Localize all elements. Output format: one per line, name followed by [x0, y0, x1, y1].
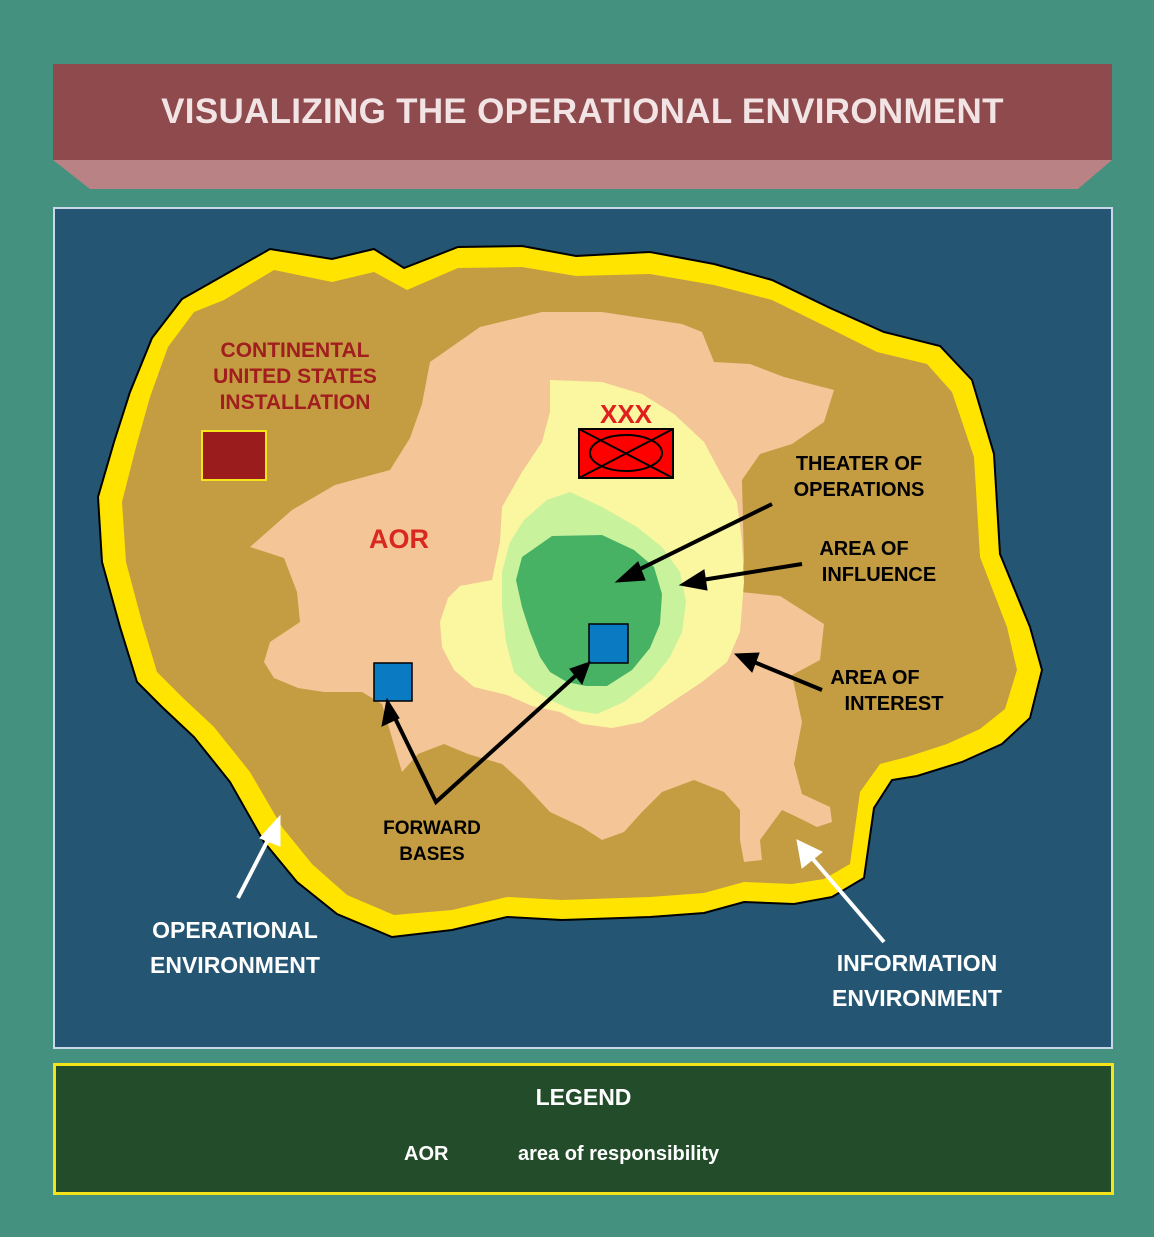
- influence-label-line-1: AREA OF: [819, 538, 908, 560]
- black-arrows: [381, 502, 823, 806]
- forward-base-2: [588, 623, 629, 664]
- arrow-forward-base-2-head: [569, 661, 591, 686]
- white-arrows: [236, 814, 886, 944]
- banner-bevel: [53, 160, 1112, 189]
- theater-label-line-2: OPERATIONS: [794, 479, 925, 501]
- conus-installation-symbol: [201, 430, 267, 481]
- forward-bases-label-line-2: BASES: [399, 844, 464, 865]
- conus-label-line-2: UNITED STATES: [213, 365, 377, 388]
- arrow-information-env: [810, 856, 886, 944]
- arrow-forward-base-1-head: [381, 697, 400, 727]
- information-env-label-line-2: ENVIRONMENT: [832, 985, 1002, 1011]
- interest-label-line-2: INTEREST: [845, 693, 944, 715]
- operational-env-label-line-2: ENVIRONMENT: [150, 952, 320, 978]
- interest-label-line-1: AREA OF: [830, 667, 919, 689]
- arrow-interest: [753, 660, 823, 692]
- arrow-operational-env: [236, 835, 272, 899]
- arrow-forward-bases: [390, 668, 584, 806]
- operational-env-label-line-1: OPERATIONAL: [152, 917, 318, 943]
- arrow-operational-env-head: [259, 814, 281, 847]
- map-canvas: CONTINENTAL UNITED STATES INSTALLATION A…: [96, 244, 1044, 1011]
- conus-label-line-1: CONTINENTAL: [221, 339, 370, 362]
- title-banner: VISUALIZING THE OPERATIONAL ENVIRONMENT: [53, 64, 1112, 160]
- arrow-influence: [701, 562, 803, 582]
- legend-title: LEGEND: [535, 1084, 632, 1110]
- army-unit-symbol: [578, 428, 674, 479]
- banner-shadow: [53, 160, 1112, 189]
- arrow-theater-head: [614, 561, 646, 583]
- influence-label-line-2: INFLUENCE: [822, 564, 936, 586]
- legend-panel: LEGEND AOR area of responsibility: [53, 1063, 1114, 1195]
- forward-bases-label-line-1: FORWARD: [383, 818, 481, 839]
- map-labels: CONTINENTAL UNITED STATES INSTALLATION A…: [150, 339, 1002, 1011]
- forward-base-1: [373, 662, 413, 702]
- legend-entry-definition: area of responsibility: [518, 1143, 720, 1165]
- conus-label-line-3: INSTALLATION: [220, 391, 371, 414]
- arrow-interest-head: [733, 652, 760, 673]
- aor-label: AOR: [369, 524, 429, 554]
- legend-entry-abbreviation: AOR: [404, 1143, 449, 1165]
- page-title: VISUALIZING THE OPERATIONAL ENVIRONMENT: [161, 92, 1004, 131]
- arrow-information-env-head: [796, 839, 823, 869]
- echelon-label: XXX: [600, 399, 653, 429]
- theater-label-line-1: THEATER OF: [796, 453, 922, 475]
- operational-environment-map: CONTINENTAL UNITED STATES INSTALLATION A…: [53, 207, 1113, 1049]
- arrow-influence-head: [678, 569, 708, 591]
- arrow-theater: [633, 502, 773, 574]
- information-env-label-line-1: INFORMATION: [837, 950, 998, 976]
